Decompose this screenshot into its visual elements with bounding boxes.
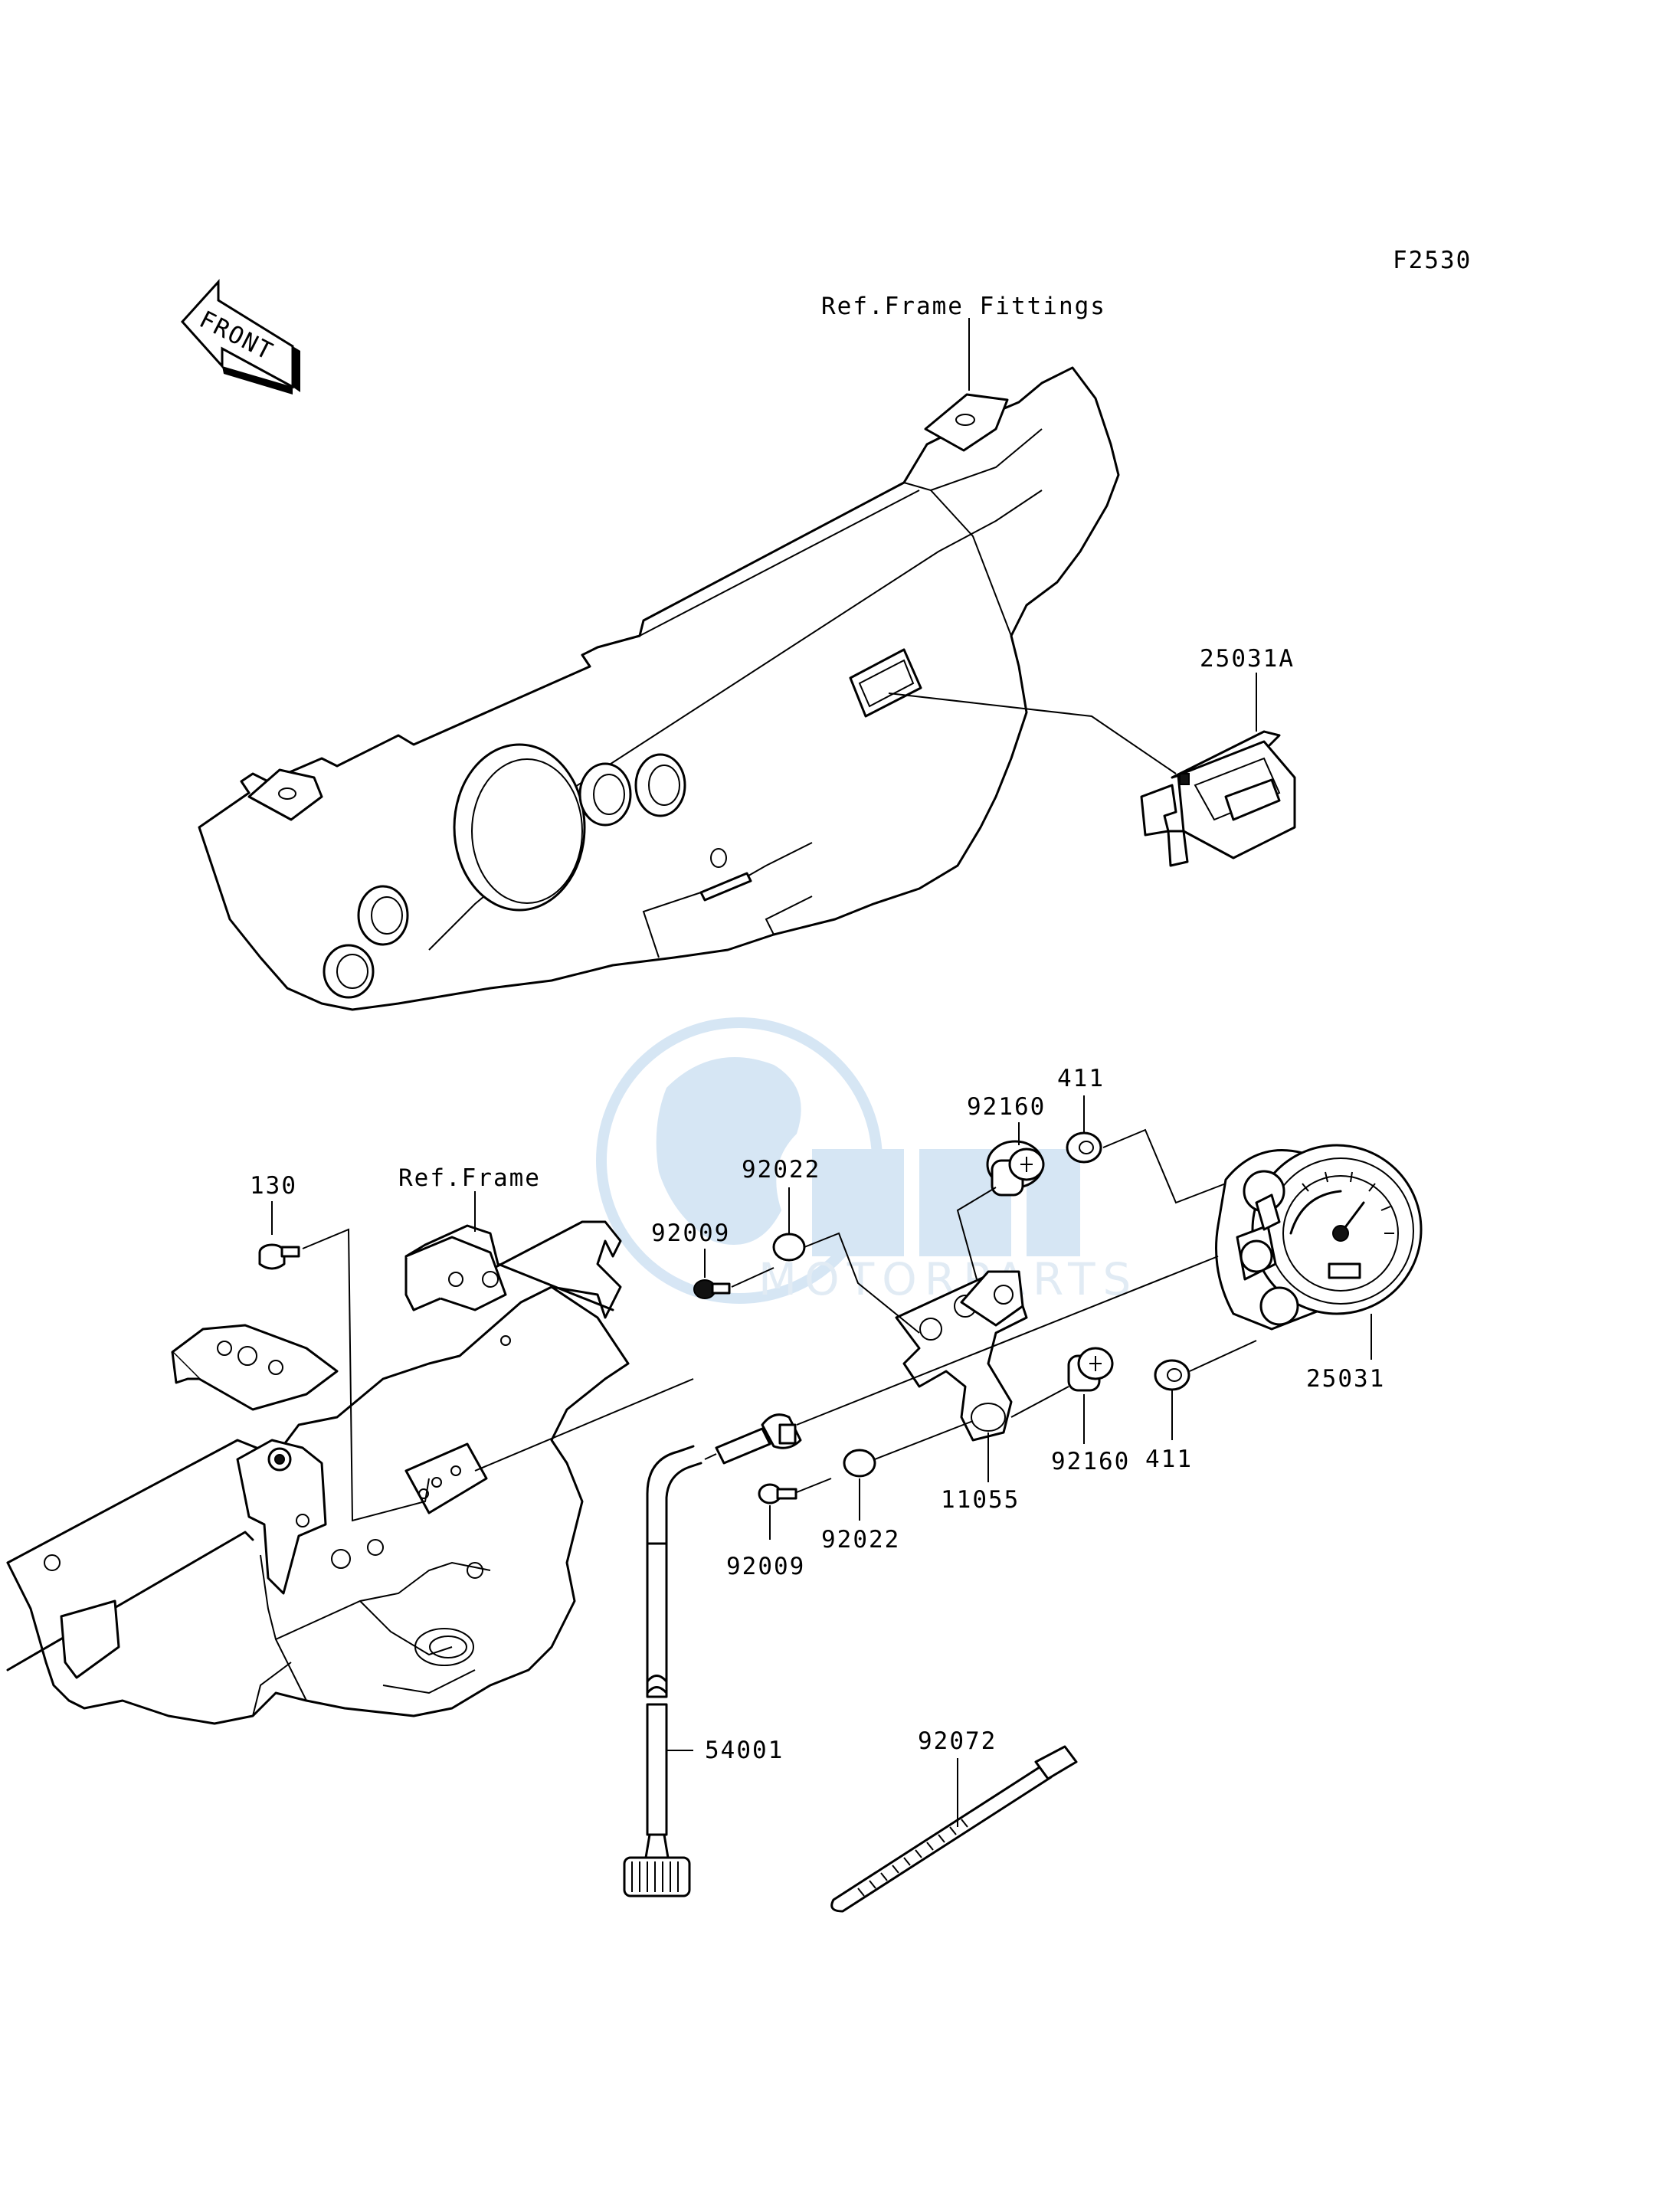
leader-92160-bottom (1010, 1386, 1069, 1418)
switch-25031A (1140, 730, 1296, 867)
leader-92022-bottom (874, 1420, 974, 1460)
screw-92009-top (693, 1279, 731, 1299)
part-label-92009-top: 92009 (651, 1220, 730, 1247)
part-label-411-top: 411 (1057, 1065, 1105, 1092)
cable-tie-92072 (830, 1745, 1078, 1913)
front-arrow-icon: FRONT (180, 279, 300, 395)
bracket-11055 (895, 1270, 1028, 1442)
leader-25031A (888, 692, 1177, 774)
speedometer-cable-54001 (623, 1413, 802, 1897)
leader-cable-to-speedometer (796, 1256, 1219, 1426)
part-label-92022-bottom: 92022 (821, 1526, 900, 1554)
part-label-25031A: 25031A (1200, 645, 1295, 673)
part-label-92072: 92072 (918, 1727, 997, 1755)
frame-structure (6, 1220, 630, 1725)
washer-92022-top (772, 1233, 806, 1262)
leader-92009-top (731, 1267, 775, 1288)
washer-411-top (1066, 1131, 1102, 1164)
part-label-54001: 54001 (705, 1737, 784, 1764)
leader-411-top (1102, 1128, 1226, 1204)
grommet-92160-top (986, 1140, 1045, 1197)
ref-frame-fittings-label: Ref.Frame Fittings (821, 293, 1106, 320)
leader-frame-to-fitting (474, 1378, 694, 1472)
leader-130 (302, 1228, 430, 1522)
ref-frame-label: Ref.Frame (398, 1164, 541, 1192)
part-label-411-bottom: 411 (1145, 1446, 1193, 1473)
washer-92022-bottom (843, 1449, 876, 1478)
part-label-92160-bottom: 92160 (1051, 1448, 1130, 1475)
washer-411-bottom (1154, 1359, 1190, 1391)
part-label-92009-bottom: 92009 (726, 1553, 805, 1580)
figure-code: F2530 (1393, 247, 1472, 274)
leader-92022-top (804, 1232, 920, 1334)
screw-92009-bottom (758, 1483, 797, 1505)
grommet-92160-bottom (1067, 1347, 1114, 1392)
part-label-25031: 25031 (1306, 1365, 1385, 1393)
leader-92160-top (956, 1187, 997, 1280)
leader-411-bottom (1189, 1340, 1257, 1372)
bolt-130 (258, 1243, 300, 1270)
part-label-130: 130 (250, 1172, 297, 1200)
leader-92009-bottom (796, 1478, 832, 1493)
speedometer-25031 (1215, 1144, 1423, 1331)
part-label-92160-top: 92160 (967, 1093, 1046, 1121)
part-label-11055: 11055 (941, 1486, 1020, 1514)
instrument-panel-cover (198, 366, 1120, 1011)
part-label-92022-top: 92022 (742, 1156, 820, 1184)
